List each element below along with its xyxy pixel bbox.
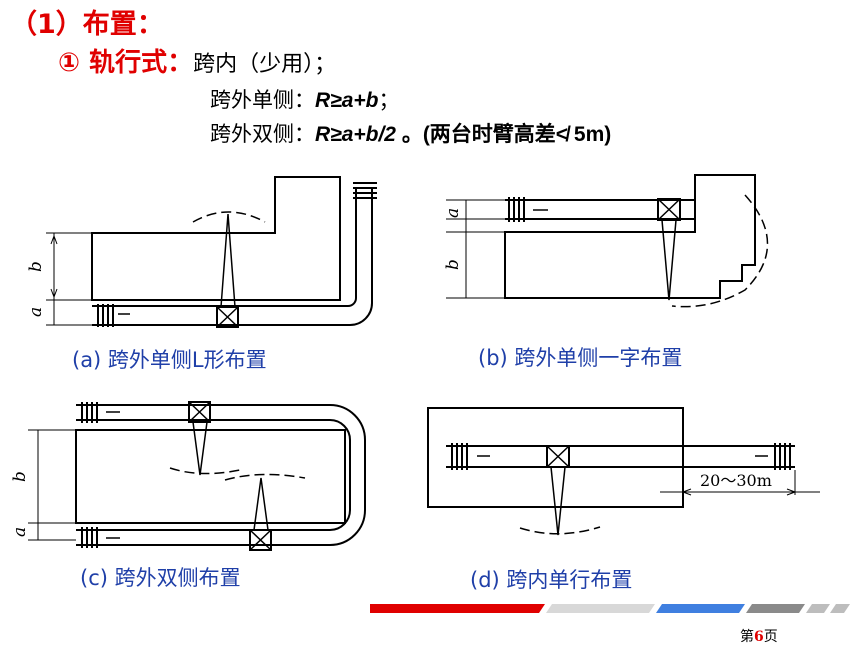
swing-arc-a [192,211,266,223]
dim-label-a-a: a [26,307,46,317]
track-ties-b [508,197,525,222]
caption-a: (a) 跨外单侧L形布置 [72,348,267,372]
dim-label-b-a: a [443,208,463,218]
section-heading: （1）布置： [10,9,164,40]
crane-a [216,306,239,328]
double-side-note: 。(两台时臂高差≮ 5m) [395,123,612,146]
dim-label-c-a: a [10,527,30,537]
boom-c-bottom [253,477,269,531]
boom-a [220,213,236,308]
subheading: ① 轨行式：跨内（少用）； [58,42,336,79]
page-value: 6 [754,629,764,645]
single-side-label: 跨外单侧： [210,88,315,112]
crane-c-top [188,401,211,423]
double-side-label: 跨外双侧： [210,122,315,146]
page-suffix: 页 [763,629,778,645]
dimension-d [660,470,820,495]
track-ties-c [81,402,98,548]
track-a [92,188,373,326]
dim-label-a-b: b [26,261,46,272]
diagram-a [46,176,377,328]
swing-arc-b [671,194,769,308]
diagram-d [427,407,820,536]
building-outline-b [504,174,756,299]
track-d [446,445,795,468]
boom-b [661,219,677,301]
caption-d: (d) 跨内单行布置 [470,568,633,592]
double-side-formula: R≥a+b/2 [315,123,396,146]
swing-arc-c-bottom [224,473,306,481]
building-outline-d [427,407,684,508]
single-side-rule: 跨外单侧：R≥a+b； [210,84,399,114]
double-side-rule: 跨外双侧：R≥a+b/2 。(两台时臂高差≮ 5m) [210,118,611,148]
track-c-outer [76,404,366,546]
single-side-formula: R≥a+b [315,89,379,112]
dim-label-b-b: b [443,259,463,270]
diagram-c [28,401,366,551]
page-prefix: 第 [740,629,754,645]
boom-c-top [192,421,208,476]
crane-d [546,445,570,468]
diagram-b [446,174,769,308]
page-number: 第6页 [740,626,778,646]
swing-arc-c-top [169,467,241,475]
subheading-marker: ① 轨行式： [58,48,194,78]
subheading-text: 跨内（少用）； [193,52,337,77]
dimension-c [28,429,76,541]
swing-arc-d [519,526,601,535]
track-c-top [76,419,351,510]
dim-label-c-b: b [10,471,30,482]
track-ties-d [451,443,791,470]
caption-c: (c) 跨外双侧布置 [80,566,241,590]
single-side-end: ； [378,88,400,112]
boom-d [550,466,566,536]
building-outline-c [75,429,346,524]
crane-c-bottom [249,529,272,551]
track-ties-a [97,182,377,327]
footer-stripe [370,604,850,613]
dimension-a [46,232,92,326]
track-c-bottom [76,509,351,531]
crane-b [657,198,681,221]
building-outline-a [91,176,341,301]
dimension-b [446,199,505,299]
caption-b: (b) 跨外单侧一字布置 [478,346,683,370]
dim-label-d: 20～30m [700,471,772,490]
